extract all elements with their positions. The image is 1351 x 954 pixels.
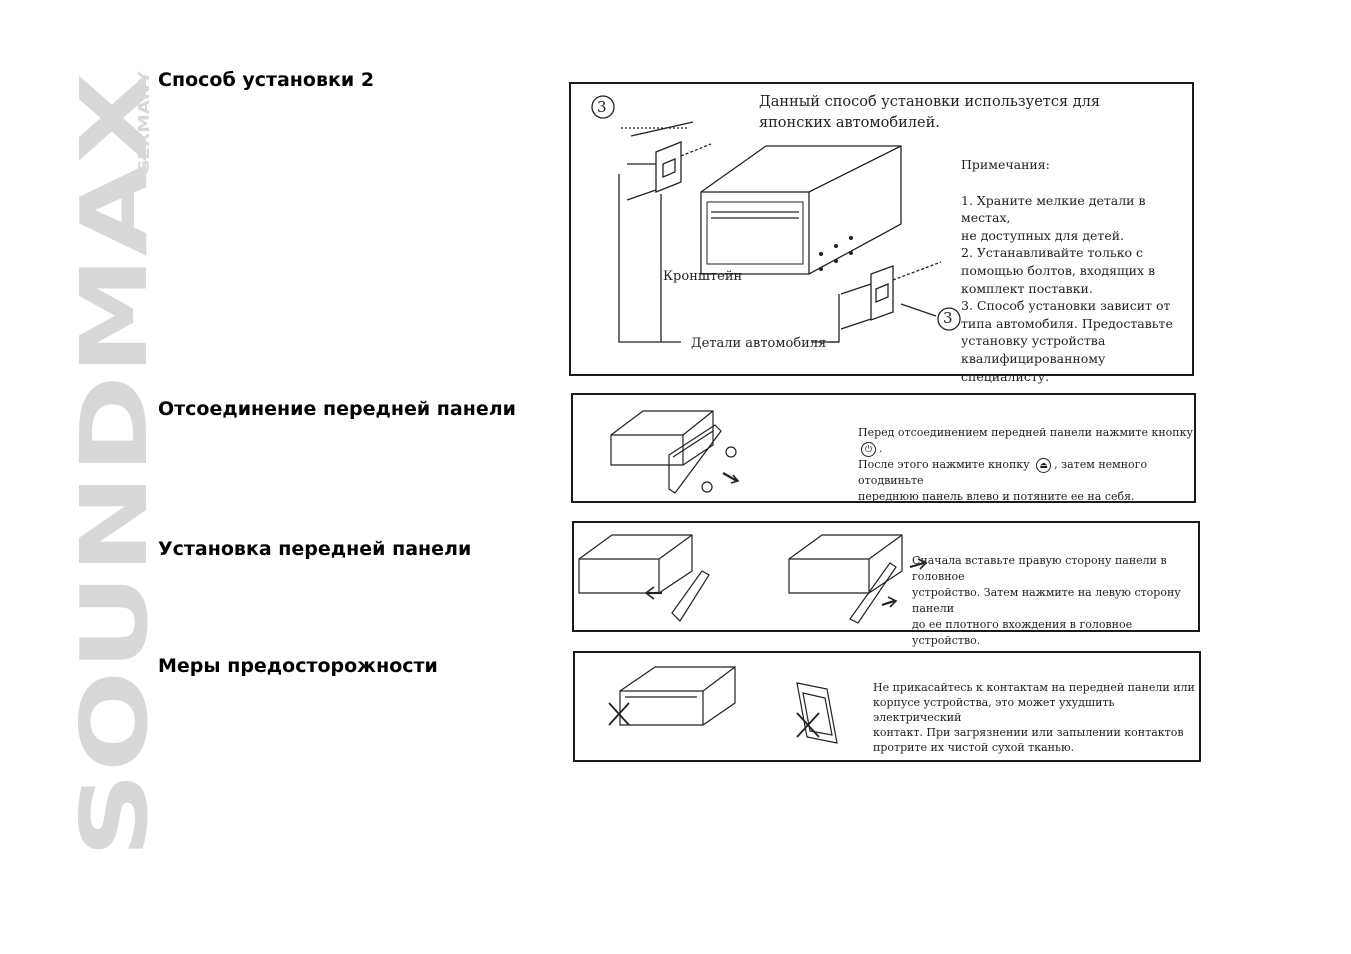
note-line: не доступных для детей.	[961, 227, 1125, 243]
brand-logo: SOUNDMAX	[70, 72, 152, 858]
detach-line-text: , затем немного отодвиньте	[858, 458, 1148, 487]
detach-illustration	[610, 410, 740, 494]
precautions-illustration	[608, 666, 838, 744]
power-icon: ⏻	[861, 441, 876, 457]
precautions-diagram: Не прикасайтесь к контактам на передней …	[573, 651, 1201, 762]
precautions-text: Не прикасайтесь к контактам на передней …	[873, 680, 1199, 755]
section-title-attach: Установка передней панели	[158, 538, 472, 560]
attach-line: устройство. Затем нажмите на левую сторо…	[912, 586, 1181, 615]
brand-watermark: SOUNDMAX GERMANY	[70, 70, 152, 860]
attach-illustration	[578, 534, 928, 624]
brand-logo-graphic: SOUNDMAX GERMANY	[70, 70, 152, 858]
callout-3-right: 3	[943, 309, 953, 327]
section-title-detach: Отсоединение передней панели	[158, 398, 516, 420]
note-line: 1. Храните мелкие детали в местах,	[961, 192, 1146, 226]
detach-line-text: .	[879, 442, 883, 455]
detach-line: Перед отсоединением передней панели нажм…	[858, 425, 1194, 457]
detach-line: После этого нажмите кнопку ⏏, затем немн…	[858, 457, 1194, 489]
precautions-line: контакт. При загрязнении или запылении к…	[873, 726, 1184, 739]
section-title-precautions: Меры предосторожности	[158, 655, 438, 677]
install-header-line: Данный способ установки используется для	[759, 94, 1100, 110]
precautions-line: протрите их чистой сухой тканью.	[873, 741, 1075, 754]
install-illustration	[591, 95, 961, 343]
note-line: 2. Устанавливайте только с	[961, 245, 1144, 261]
install-header-line: японских автомобилей.	[759, 115, 940, 131]
notes-title: Примечания:	[961, 157, 1050, 172]
eject-icon: ⏏	[1036, 457, 1052, 473]
detach-line-text: Перед отсоединением передней панели нажм…	[858, 426, 1193, 439]
attach-line: до ее плотного вхождения в головное устр…	[912, 618, 1133, 647]
install-diagram: 3 3 Кронштейн Детали автомобиля Данный с…	[569, 82, 1194, 384]
note-line: 3. Способ установки зависит от	[961, 298, 1171, 314]
detach-line-text: После этого нажмите кнопку	[858, 458, 1030, 471]
install-notes: Примечания: 1. Храните мелкие детали в м…	[961, 156, 1192, 385]
install-header: Данный способ установки используется для…	[759, 92, 1100, 134]
note-line: комплект поставки.	[961, 280, 1093, 296]
detach-text: Перед отсоединением передней панели нажм…	[858, 425, 1194, 505]
attach-diagram: Сначала вставьте правую сторону панели в…	[572, 521, 1200, 647]
detach-diagram: Перед отсоединением передней панели нажм…	[571, 393, 1196, 503]
note-line: установку устройства	[961, 333, 1106, 349]
section-title-install: Способ установки 2	[158, 69, 375, 91]
callout-3-left: 3	[597, 98, 607, 116]
bracket-label: Кронштейн	[663, 269, 743, 284]
attach-line: Сначала вставьте правую сторону панели в…	[912, 554, 1167, 583]
note-line: квалифицированному специалисту.	[961, 350, 1106, 384]
car-parts-label: Детали автомобиля	[691, 336, 827, 351]
brand-sub: GERMANY	[135, 70, 152, 175]
precautions-line: Не прикасайтесь к контактам на передней …	[873, 681, 1195, 694]
note-line: помощью болтов, входящих в	[961, 262, 1156, 278]
attach-text: Сначала вставьте правую сторону панели в…	[912, 553, 1198, 649]
precautions-line: корпусе устройства, это может ухудшить э…	[873, 696, 1115, 724]
note-line: типа автомобиля. Предоставьте	[961, 315, 1173, 331]
detach-line: переднюю панель влево и потяните ее на с…	[858, 490, 1135, 503]
